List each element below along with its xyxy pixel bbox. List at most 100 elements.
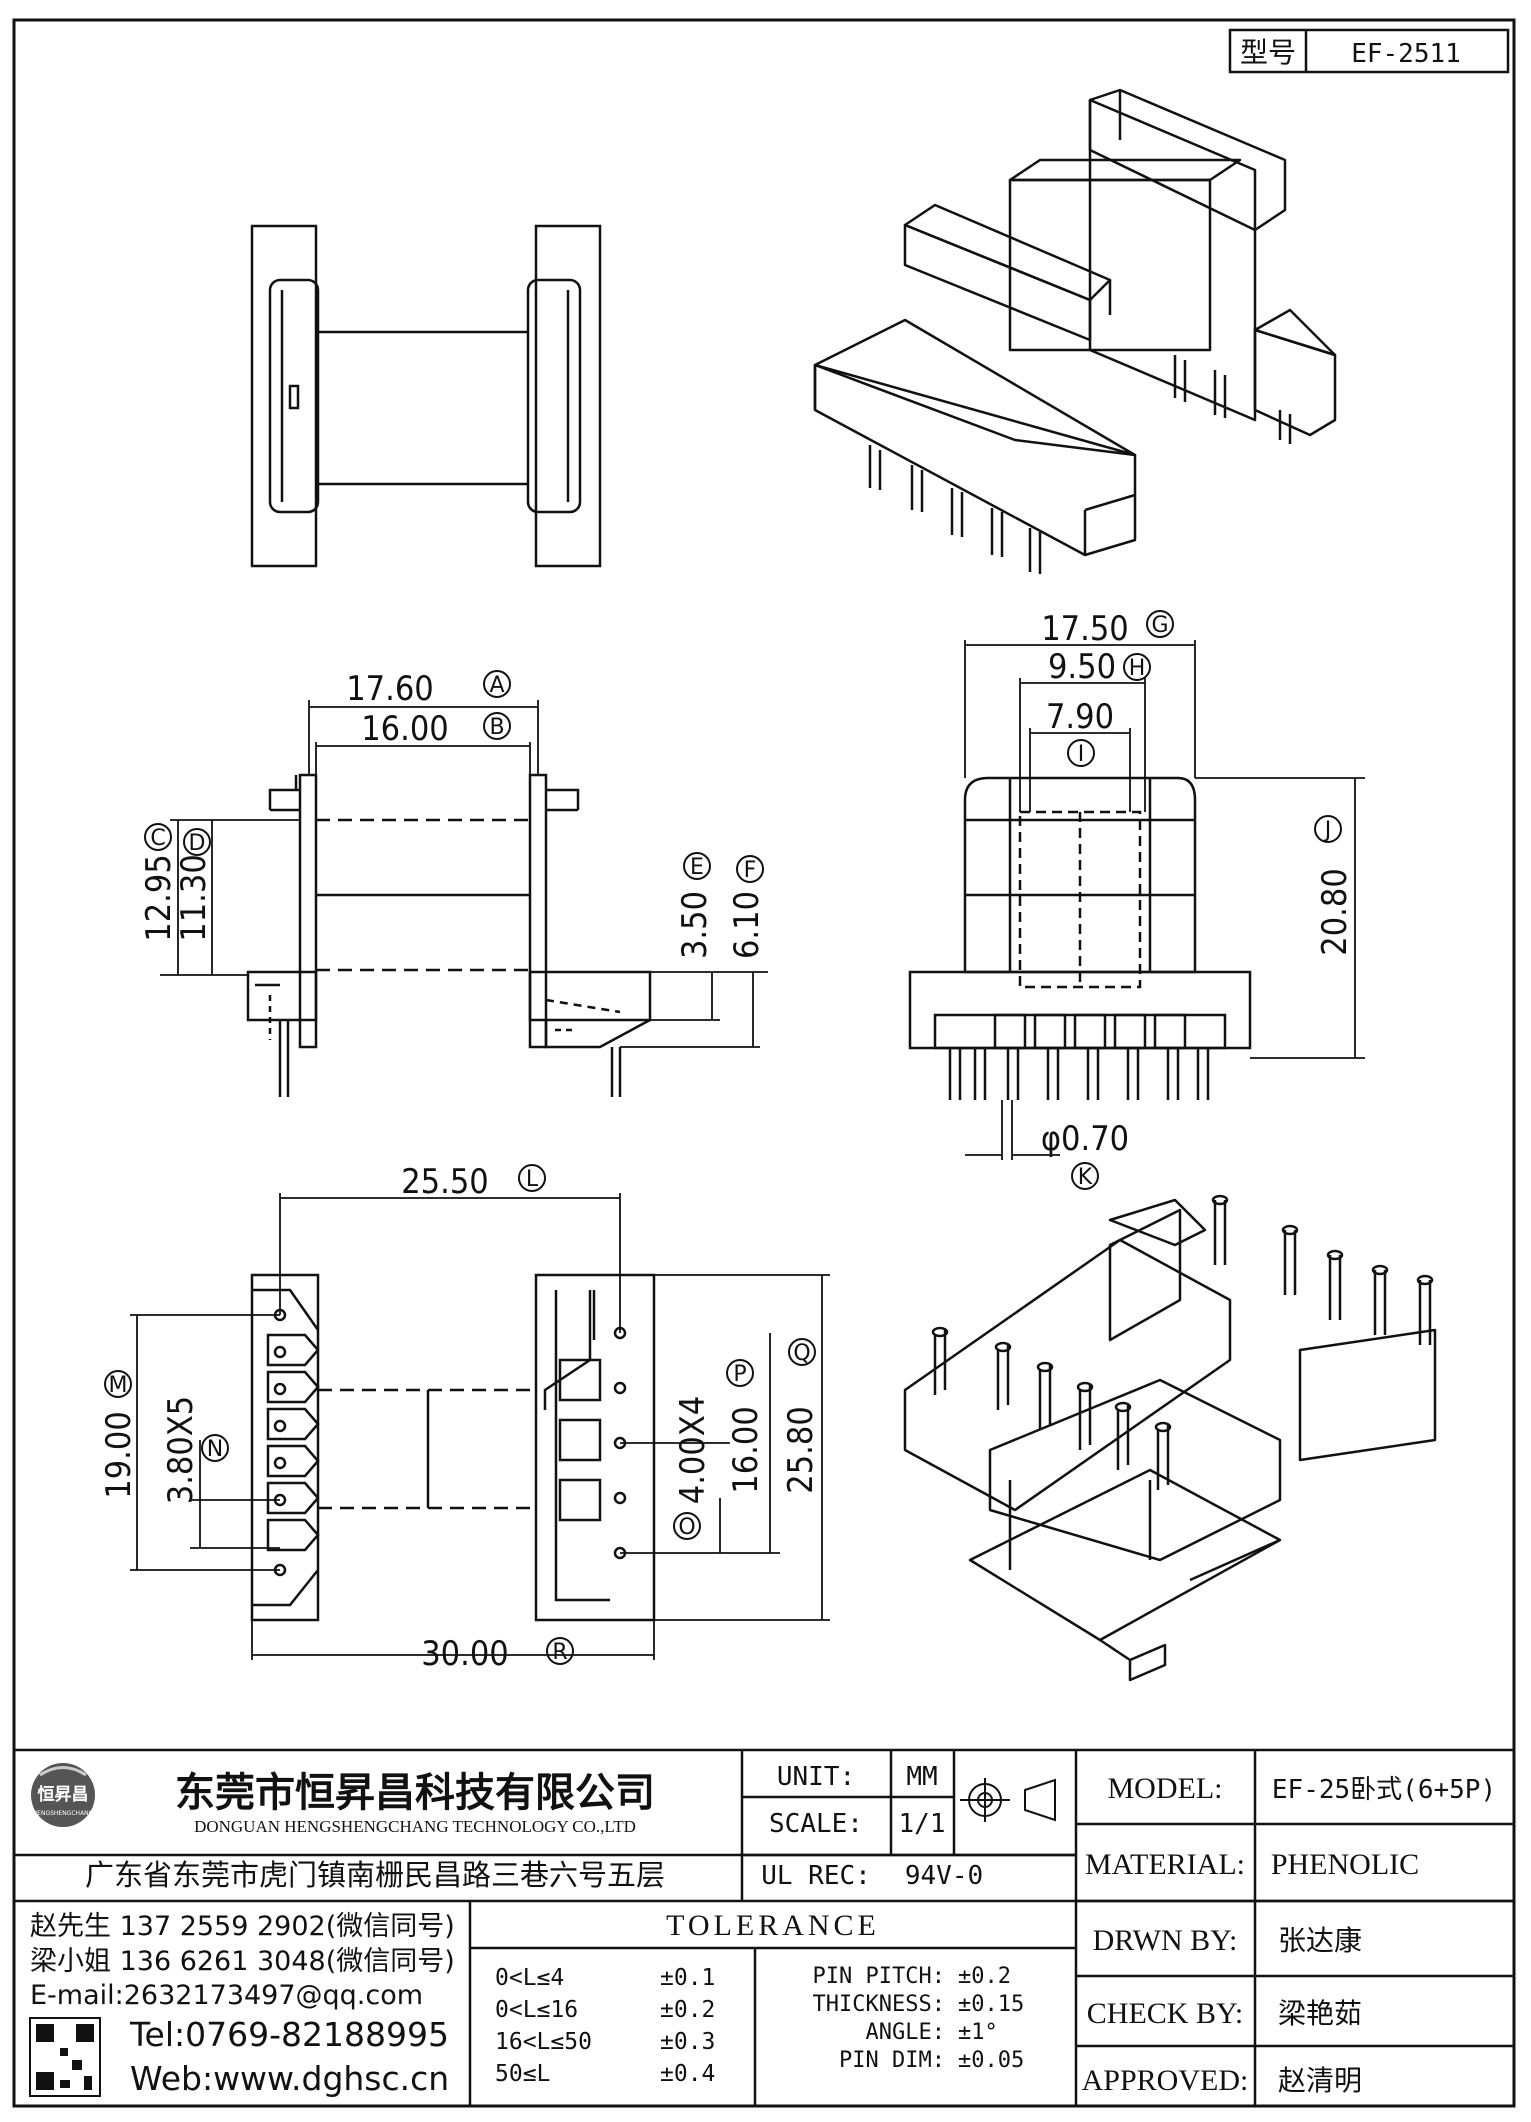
- dim-R-value: 30.00: [421, 1634, 509, 1674]
- scale-label: SCALE:: [769, 1809, 863, 1839]
- unit-label: UNIT:: [777, 1762, 855, 1792]
- dim-I-letter: I: [1078, 742, 1085, 767]
- dim-J-letter: J: [1323, 818, 1332, 843]
- dim-Q-letter: Q: [793, 1341, 810, 1366]
- tolerance-title: TOLERANCE: [666, 1909, 880, 1942]
- spec-value-3: ±1°: [958, 2020, 998, 2045]
- dim-E-letter: E: [690, 855, 704, 880]
- dim-N-letter: N: [207, 1437, 223, 1462]
- tolerance-range-1: 0<L≤4: [495, 1965, 564, 1991]
- side-view: [246, 773, 652, 1097]
- contact-1: 赵先生 137 2559 2902(微信同号): [30, 1911, 455, 1942]
- bottom-view-slots: [266, 1333, 320, 1552]
- dim-M-value: 19.00: [99, 1411, 139, 1499]
- dim-N-value: 3.80X5: [161, 1396, 201, 1505]
- tolerance-value-4: ±0.4: [660, 2061, 715, 2087]
- isometric-view-top: [813, 88, 1337, 574]
- dim-L-letter: L: [526, 1167, 539, 1192]
- isometric-view-bottom: [903, 1194, 1437, 1682]
- ulrec-label: UL REC:: [761, 1861, 871, 1891]
- dim-D-value: 11.30: [174, 854, 214, 942]
- telephone[interactable]: Tel:0769-82188995: [129, 2015, 449, 2054]
- dim-P-value: 4.00X4: [673, 1396, 713, 1505]
- model-number-box: 型号 EF-2511: [1228, 28, 1510, 74]
- dim-G-value: 17.50: [1041, 609, 1129, 649]
- dim-A-letter: A: [489, 673, 504, 698]
- material-value: PHENOLIC: [1271, 1848, 1419, 1881]
- spec-label-2: THICKNESS:: [813, 1992, 945, 2017]
- dimension-labels: 17.60 A 16.00 B 12.95 C 11.30 D 3.50 E 6…: [99, 609, 1355, 1674]
- dim-F-letter: F: [744, 858, 757, 883]
- qr-code-icon: [29, 2017, 101, 2097]
- spec-value-2: ±0.15: [958, 1992, 1024, 2017]
- dim-E-value: 3.50: [675, 891, 715, 959]
- dim-D-letter: D: [189, 831, 206, 856]
- front-view-dimensions: [964, 640, 1365, 1160]
- dim-K-letter: K: [1078, 1165, 1093, 1190]
- dim-F-value: 6.10: [727, 891, 767, 959]
- dim-P2-value: 16.00: [726, 1406, 766, 1494]
- tolerance-value-1: ±0.1: [660, 1965, 715, 1991]
- dim-K-value: φ0.70: [1041, 1119, 1129, 1159]
- dim-C-letter: C: [150, 826, 165, 851]
- model-value: EF-25卧式(6+5P): [1272, 1775, 1496, 1805]
- dim-H-value: 9.50: [1048, 647, 1116, 687]
- sheet-border: [12, 18, 1516, 2108]
- approved-label: APPROVED:: [1082, 2064, 1249, 2097]
- approved-value: 赵清明: [1278, 2064, 1362, 2097]
- top-view: [250, 224, 602, 568]
- tolerance-range-4: 50≤L: [495, 2061, 550, 2087]
- bottom-view: [250, 1273, 656, 1622]
- dim-I-value: 7.90: [1046, 697, 1114, 737]
- spec-table: PIN PITCH: ±0.2 THICKNESS: ±0.15 ANGLE: …: [813, 1964, 1025, 2073]
- check-label: CHECK BY:: [1087, 1997, 1243, 2030]
- model-box-label: 型号: [1240, 36, 1296, 69]
- dim-O-letter: O: [678, 1515, 695, 1540]
- contact-2: 梁小姐 136 6261 3048(微信同号): [30, 1946, 455, 1977]
- spec-label-4: PIN DIM:: [839, 2048, 945, 2073]
- dim-A-value: 17.60: [346, 669, 434, 709]
- company-name-cn: 东莞市恒昇昌科技有限公司: [175, 1770, 655, 1816]
- unit-value: MM: [906, 1762, 937, 1792]
- dim-L-value: 25.50: [401, 1162, 489, 1202]
- dim-G-letter: G: [1151, 613, 1168, 638]
- company-address: 广东省东莞市虎门镇南栅民昌路三巷六号五层: [85, 1858, 665, 1892]
- tolerance-value-3: ±0.3: [660, 2029, 715, 2055]
- drwn-value: 张达康: [1278, 1924, 1362, 1957]
- tolerance-table: 0<L≤4 ±0.1 0<L≤16 ±0.2 16<L≤50 ±0.3 50≤L…: [495, 1965, 715, 2087]
- tolerance-range-2: 0<L≤16: [495, 1997, 578, 2023]
- company-logo: 恒昇昌 HENGSHENGCHANG: [31, 1763, 95, 1827]
- drwn-label: DRWN BY:: [1093, 1924, 1238, 1957]
- spec-label-1: PIN PITCH:: [813, 1964, 945, 1989]
- dim-H-letter: H: [1129, 656, 1146, 681]
- dim-B-letter: B: [489, 715, 504, 740]
- spec-value-4: ±0.05: [958, 2048, 1024, 2073]
- projection-symbol-icon: [960, 1778, 1056, 1822]
- logo-text: 恒昇昌: [38, 1784, 89, 1805]
- check-value: 梁艳茹: [1278, 1997, 1362, 2030]
- company-name-en: DONGUAN HENGSHENGCHANG TECHNOLOGY CO.,LT…: [194, 1817, 636, 1836]
- logo-subtext: HENGSHENGCHANG: [33, 1810, 94, 1817]
- dim-C-value: 12.95: [139, 854, 179, 942]
- model-label: MODEL:: [1108, 1772, 1223, 1805]
- dim-R-letter: R: [552, 1640, 567, 1665]
- model-box-value: EF-2511: [1351, 39, 1461, 69]
- spec-label-3: ANGLE:: [866, 2020, 945, 2045]
- dim-J-value: 20.80: [1315, 868, 1355, 956]
- ulrec-value: 94V-0: [905, 1861, 983, 1891]
- spec-value-1: ±0.2: [958, 1964, 1011, 1989]
- title-block: [14, 1748, 1514, 2106]
- dim-Q-value: 25.80: [781, 1406, 821, 1494]
- scale-value: 1/1: [899, 1809, 946, 1839]
- dim-B-value: 16.00: [361, 709, 449, 749]
- dim-P-letter: P: [733, 1362, 746, 1387]
- bottom-view-pin-holes[interactable]: [273, 1308, 627, 1577]
- front-view: [908, 776, 1252, 1100]
- material-label: MATERIAL:: [1085, 1848, 1245, 1881]
- tolerance-range-3: 16<L≤50: [495, 2029, 592, 2055]
- website[interactable]: Web:www.dghsc.cn: [130, 2059, 449, 2098]
- email[interactable]: E-mail:2632173497@qq.com: [30, 1980, 423, 2011]
- dim-M-letter: M: [109, 1373, 128, 1398]
- front-view-pins: [948, 1013, 1210, 1100]
- tolerance-value-2: ±0.2: [660, 1997, 715, 2023]
